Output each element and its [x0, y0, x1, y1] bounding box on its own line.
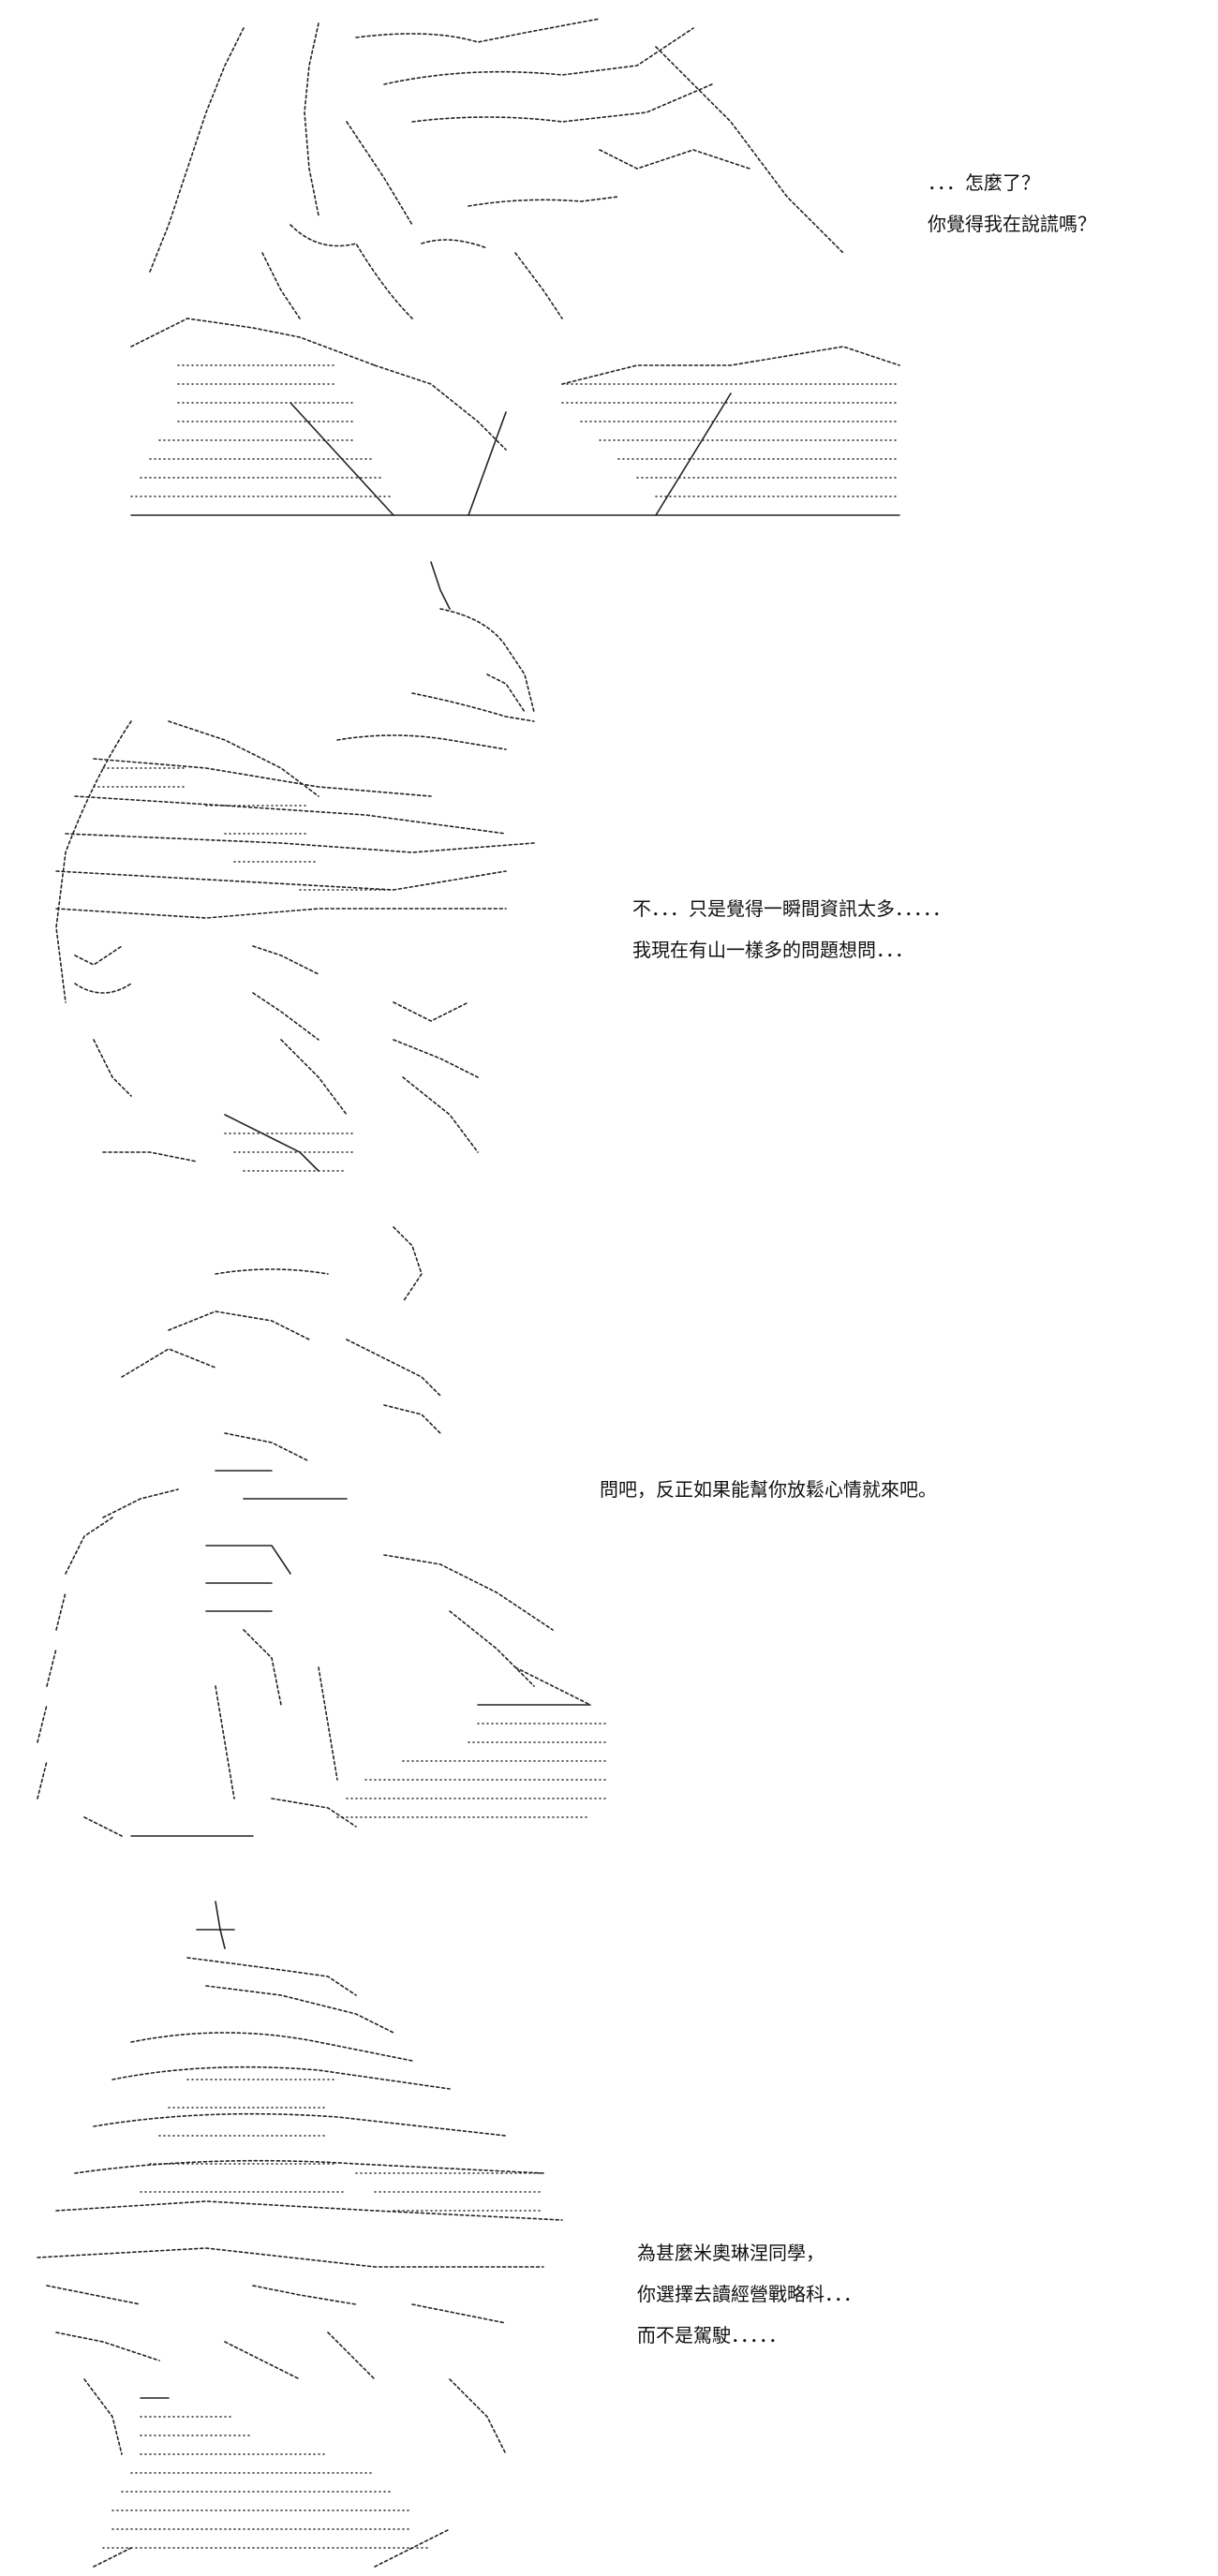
dialogue-line: 你選擇去讀經營戰略科．．． — [637, 2283, 862, 2305]
dialogue-line: 我現在有山一樣多的問題想問．．． — [632, 939, 914, 961]
panel-3: 問吧，反正如果能幫你放鬆心情就來吧。 — [0, 1218, 1218, 1892]
panel-2: 不．．．只是覺得一瞬間資訊太多．．．．． 我現在有山一樣多的問題想問．．． — [0, 553, 1218, 1199]
dialogue-4: 為甚麼米奧琳涅同學， 你選擇去讀經營戰略科．．． 而不是駕駛．．．．． — [637, 2243, 862, 2367]
ascii-art-character-1 — [75, 9, 918, 525]
dialogue-line: ．．．怎麼了？ — [928, 171, 1040, 194]
ascii-art-character-2 — [37, 553, 562, 1180]
ascii-art-character-4 — [19, 1892, 600, 2576]
panel-4: 為甚麼米奧琳涅同學， 你選擇去讀經營戰略科．．． 而不是駕駛．．．．． — [0, 1892, 1218, 2576]
dialogue-line: 為甚麼米奧琳涅同學， — [637, 2242, 824, 2264]
ascii-art-character-3 — [28, 1218, 684, 1883]
dialogue-line: 而不是駕駛．．．．． — [637, 2324, 787, 2347]
dialogue-line: 問吧，反正如果能幫你放鬆心情就來吧。 — [600, 1478, 937, 1501]
dialogue-1: ．．．怎麼了？ 你覺得我在說謊嗎？ — [928, 173, 1096, 256]
panel-1: ．．．怎麼了？ 你覺得我在說謊嗎？ — [0, 0, 1218, 525]
dialogue-line: 不．．．只是覺得一瞬間資訊太多．．．．． — [632, 897, 951, 920]
dialogue-3: 問吧，反正如果能幫你放鬆心情就來吧。 — [600, 1480, 937, 1521]
dialogue-line: 你覺得我在說謊嗎？ — [928, 213, 1096, 235]
dialogue-2: 不．．．只是覺得一瞬間資訊太多．．．．． 我現在有山一樣多的問題想問．．． — [632, 899, 951, 982]
